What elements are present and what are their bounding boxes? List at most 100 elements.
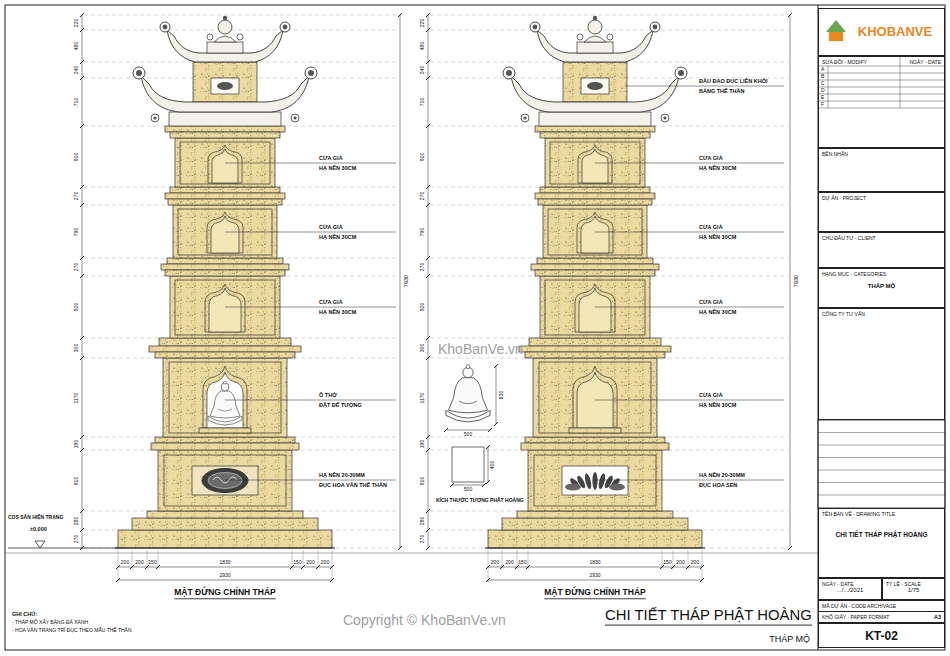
roof-drum <box>563 62 627 102</box>
dimension-tick <box>80 509 84 513</box>
dimension-tick <box>426 60 430 64</box>
dragon-head <box>675 67 687 79</box>
upper-roof <box>167 30 283 62</box>
cell-heading: KHOBANVE <box>849 24 941 40</box>
dimension-text: 150 <box>293 560 301 566</box>
cornice <box>155 437 295 443</box>
callout-text: CỬA GIẢ <box>698 224 724 230</box>
ground-line <box>8 548 118 549</box>
cornice <box>149 346 301 352</box>
dimension-line <box>488 580 702 581</box>
cell-heading: CHỦ ĐẦU TƯ - CLIENT <box>822 235 941 241</box>
crown-base <box>577 42 613 53</box>
tower-body <box>175 138 275 187</box>
dimension-line <box>488 567 702 568</box>
callout-text: CỬA GIẢ <box>698 392 724 398</box>
leader-line <box>225 232 396 233</box>
lotus-petal <box>592 472 597 490</box>
dimension-tick <box>80 435 84 439</box>
note-text: GHI CHÚ: <box>12 611 37 617</box>
dimension-text: 200 <box>135 560 143 566</box>
leader-line <box>595 232 784 233</box>
cornice <box>535 193 655 199</box>
dimension-tick <box>145 565 149 569</box>
dimension-tick <box>330 578 334 582</box>
callout-text: CỬA GIẢ <box>698 155 724 161</box>
revision-row <box>818 73 945 74</box>
plinth <box>158 450 292 511</box>
base-step <box>488 530 702 548</box>
tower-elevation <box>488 16 702 548</box>
dimension-text: 1830 <box>589 560 600 566</box>
revision-letter: A <box>821 67 824 73</box>
dimension-text: 710 <box>420 97 426 107</box>
crown-leaf <box>607 34 613 40</box>
cell-value: .../.../2021 <box>822 587 878 594</box>
upper-curl-core <box>283 25 288 30</box>
dimension-tick <box>301 565 305 569</box>
eave-curl-core <box>153 116 156 119</box>
upper-curl <box>650 22 660 32</box>
crown-finial <box>223 16 227 20</box>
dimension-tick <box>80 76 84 80</box>
roof-base <box>539 112 651 126</box>
title-block-cell: KHOBANVE <box>818 8 945 56</box>
dimension-tick <box>426 528 430 532</box>
dimension-text: 200 <box>676 560 684 566</box>
cornice <box>151 443 299 450</box>
title-block-cell: TỶ LỆ - SCALE1/75 <box>882 578 945 600</box>
base-step <box>147 511 303 518</box>
lotus-leaf <box>609 484 625 491</box>
dimension-text: 270 <box>420 534 426 544</box>
dimension-tick <box>426 435 430 439</box>
statue-ushnisha <box>466 365 470 369</box>
upper-roof <box>537 30 653 62</box>
dimension-text: 2930 <box>219 573 230 579</box>
dimension-text: 270 <box>74 534 80 544</box>
dragon-head-core <box>136 70 142 76</box>
cornice <box>165 270 285 276</box>
drum-panel <box>581 78 609 94</box>
leader-line <box>225 307 396 308</box>
signature-row <box>818 445 945 446</box>
dimension-text: 200 <box>121 560 129 566</box>
dimension-tick <box>426 76 430 80</box>
dimension-tick <box>80 448 84 452</box>
roof-base <box>169 112 281 126</box>
dimension-tick <box>660 565 664 569</box>
cell-heading: NGÀY - DATE <box>822 581 878 587</box>
revision-letter: E <box>821 95 824 101</box>
dimension-text: 240 <box>74 65 80 75</box>
dimension-tick <box>486 565 490 569</box>
tower-body <box>543 205 647 258</box>
base-step <box>502 518 688 530</box>
dimension-text: 920 <box>74 302 80 312</box>
dimension-text: 220 <box>420 17 426 27</box>
cornice <box>540 187 650 193</box>
dragon-head-core <box>678 70 684 76</box>
dimension-tick <box>80 274 84 278</box>
cornice <box>535 126 655 132</box>
cornice <box>531 264 659 270</box>
base-step <box>132 518 318 530</box>
logo-roof <box>826 20 846 32</box>
eave-curl-core <box>293 116 296 119</box>
dimension-line <box>118 580 332 581</box>
dimension-text: 270 <box>74 262 80 272</box>
niche-frame <box>573 366 617 428</box>
statue-body <box>449 378 488 413</box>
cornice <box>159 338 291 346</box>
dimension-line <box>488 447 489 482</box>
callout-text: HẠ NỀN 30CM <box>698 402 737 408</box>
dimension-tick <box>290 565 294 569</box>
cell-value: THÁP MỘ <box>822 283 941 290</box>
cell-value: 1/75 <box>886 587 941 594</box>
upper-curl-core <box>533 25 538 30</box>
callout-text: CỬA GIẢ <box>318 155 344 161</box>
door-frame <box>575 284 615 332</box>
roof-drum <box>193 62 257 102</box>
callout-text: HẠ NỀN 30CM <box>318 165 357 171</box>
leader-line <box>625 86 784 87</box>
carving-panel <box>192 466 258 495</box>
